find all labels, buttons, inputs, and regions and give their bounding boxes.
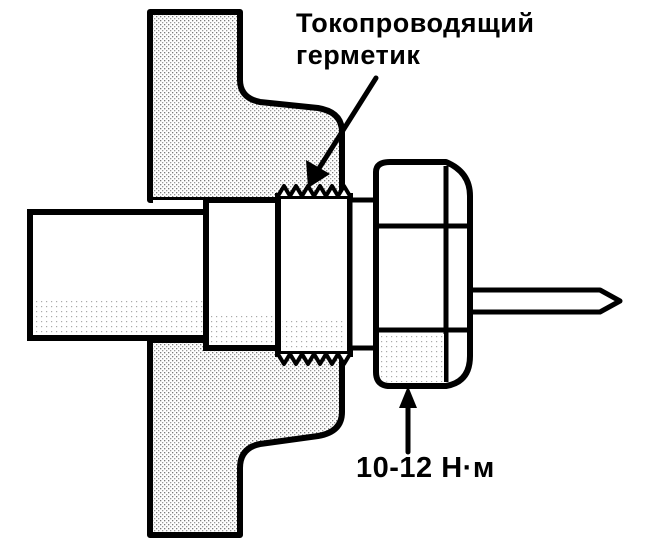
torque-leader — [399, 386, 417, 455]
sealant-label-line2: герметик — [296, 40, 421, 70]
sealant-leader — [306, 75, 379, 188]
sensor-connector-stub — [27, 209, 213, 341]
thread-top-teeth — [276, 184, 352, 198]
thread-bottom-teeth — [276, 352, 352, 366]
sensor-probe-tip — [467, 287, 623, 315]
sensor-thread — [275, 184, 353, 366]
torque-label: 10-12 Н·м — [356, 452, 495, 484]
sensor-body-collar — [203, 197, 283, 351]
housing-lower — [147, 337, 345, 538]
sensor-hex-nut — [347, 159, 473, 389]
sealant-label-line1: Токопроводящий — [296, 8, 535, 38]
